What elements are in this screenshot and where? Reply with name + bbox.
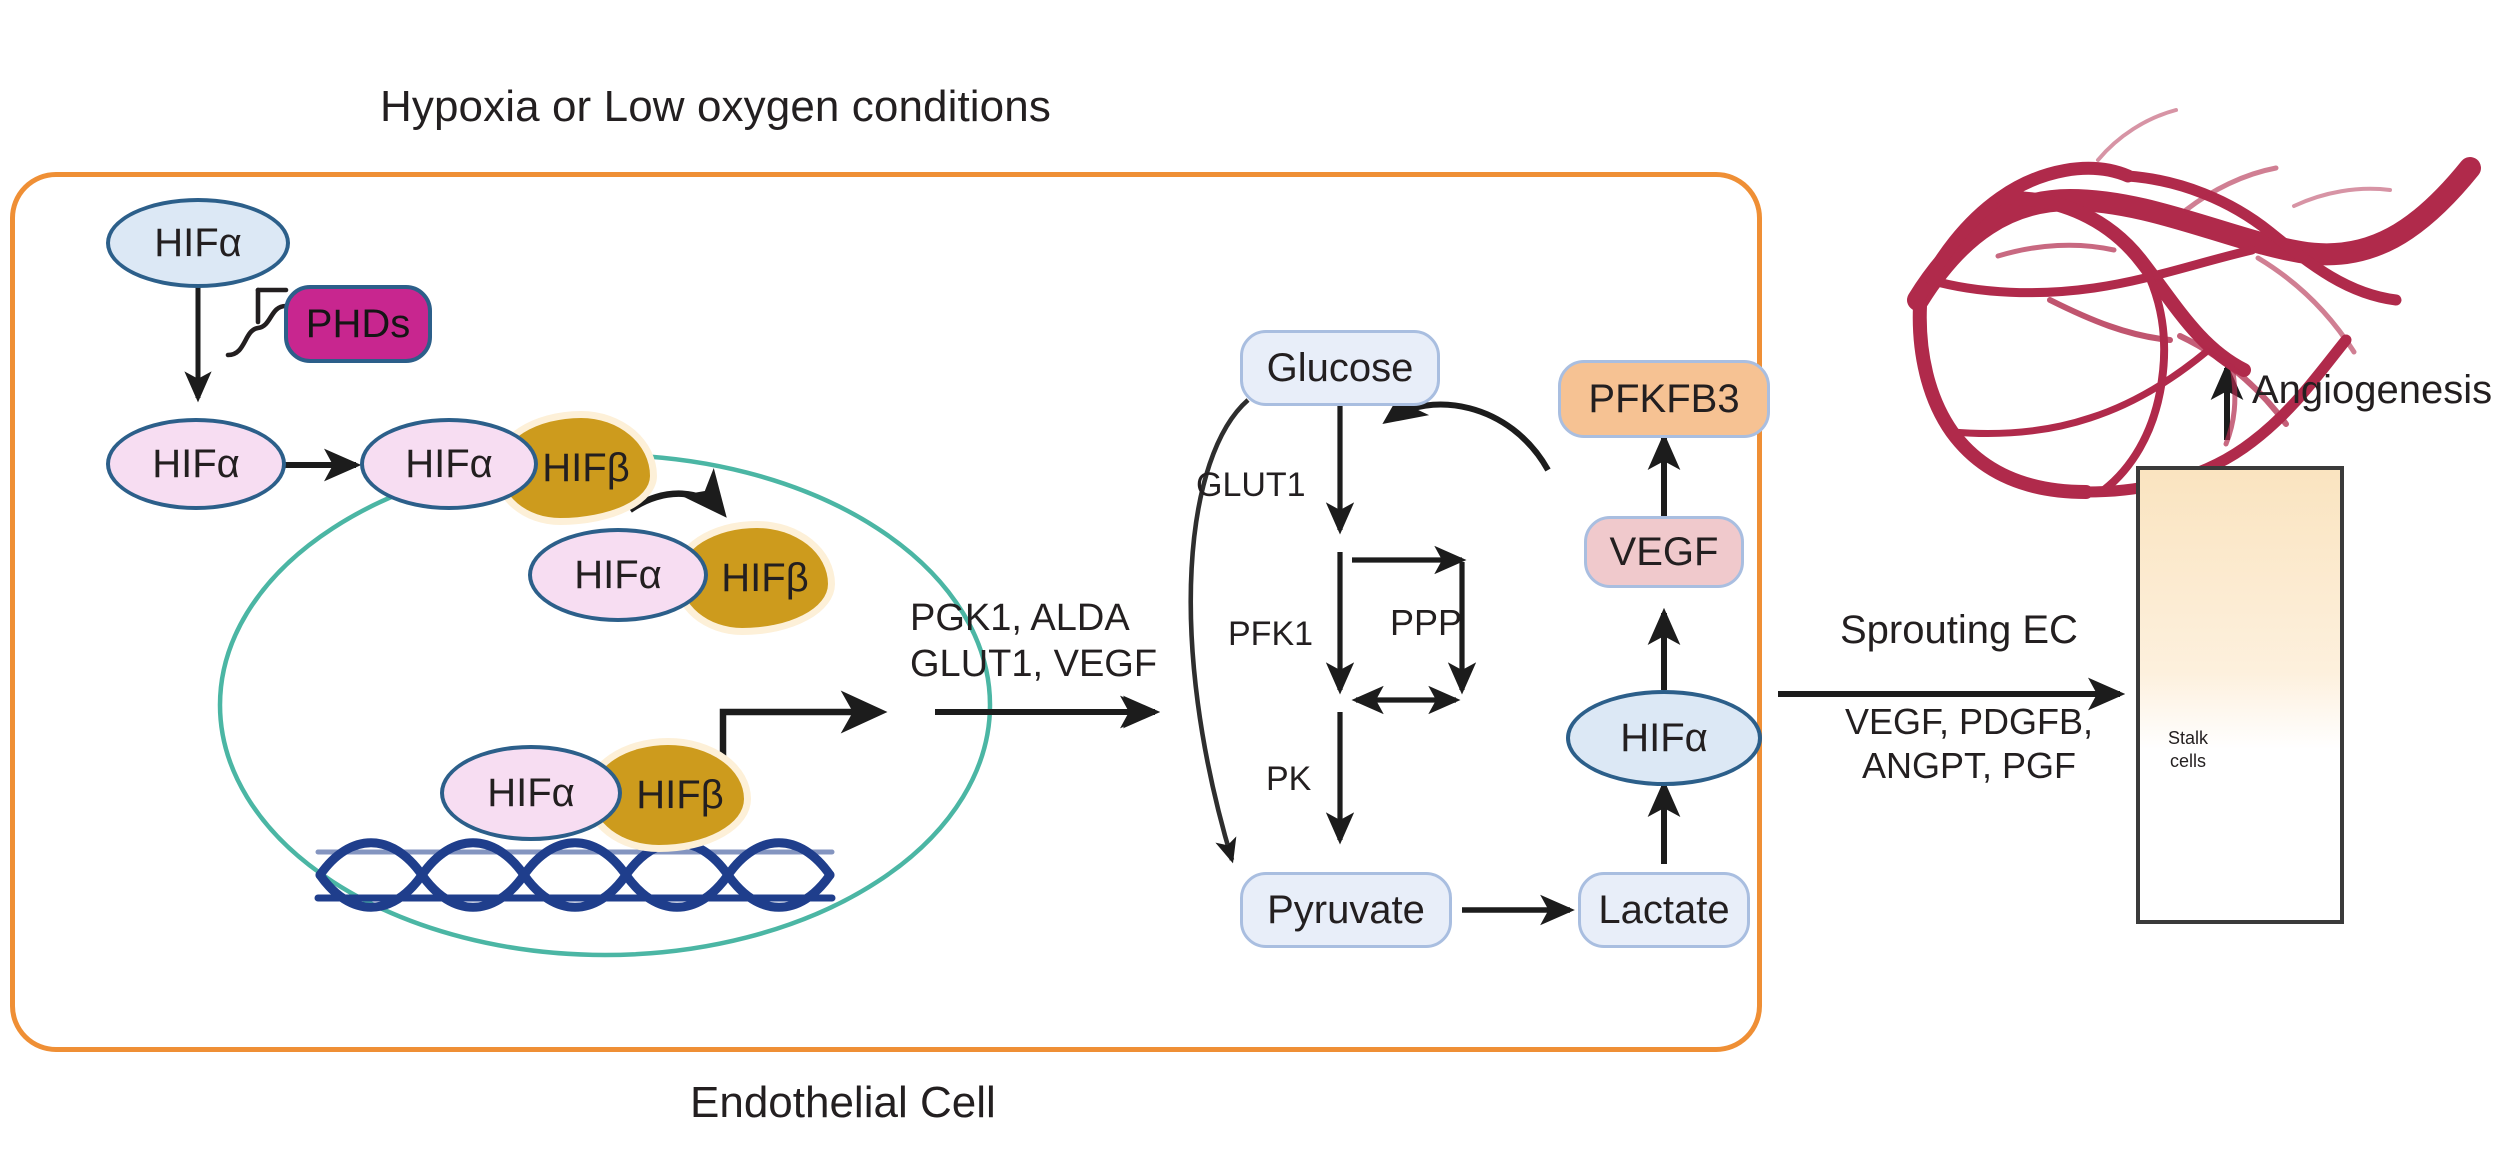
node-hifa-dimer-outer[interactable]: HIFα [360, 418, 538, 510]
stalk-cells-label: Stalk cells [2167, 728, 2209, 771]
node-label: Lactate [1598, 887, 1730, 932]
label-pk: PK [1266, 760, 1312, 798]
label-angiogenesis: Angiogenesis [2252, 368, 2493, 412]
node-label: Pyruvate [1267, 887, 1425, 932]
label-pfk1: PFK1 [1228, 615, 1314, 653]
label-ppp: PPP [1390, 602, 1463, 643]
node-pyruvate[interactable]: Pyruvate [1240, 872, 1452, 948]
node-lactate[interactable]: Lactate [1578, 872, 1750, 948]
node-label: HIFα [154, 220, 242, 265]
target-gene-list: PGK1, ALDA GLUT1, VEGF [910, 597, 1158, 686]
node-label: HIFβ [636, 772, 724, 817]
node-pfkfb3[interactable]: PFKFB3 [1558, 360, 1770, 438]
blood-vessel-network [1907, 108, 2481, 499]
node-phds[interactable]: PHDs [284, 285, 432, 363]
node-label: HIFα [1620, 715, 1708, 760]
node-hifa-nucleus-entry[interactable]: HIFα [528, 528, 708, 622]
node-label: HIFα [487, 770, 575, 815]
hypoxia-title: Hypoxia or Low oxygen conditions [380, 82, 1051, 131]
node-hifa-right[interactable]: HIFα [1566, 690, 1762, 786]
node-label: HIFα [405, 441, 493, 486]
node-hifa-dna[interactable]: HIFα [440, 745, 622, 841]
node-hifa-stabilized[interactable]: HIFα [106, 418, 286, 510]
label-endothelial-cell: Endothelial Cell [690, 1078, 996, 1127]
label-sprouting-factors: VEGF, PDGFB, ANGPT, PGF [1845, 701, 2094, 786]
node-label: PHDs [305, 301, 411, 346]
sprouting-ec-panel [2136, 466, 2344, 924]
node-label: HIFα [152, 441, 240, 486]
endothelial-cell-membrane [10, 172, 1762, 1052]
node-label: PFKFB3 [1588, 376, 1740, 421]
node-label: HIFα [574, 552, 662, 597]
node-label: Glucose [1266, 345, 1414, 390]
node-hifa-cytoplasm[interactable]: HIFα [106, 198, 290, 288]
node-label: VEGF [1609, 529, 1719, 574]
node-vegf[interactable]: VEGF [1584, 516, 1744, 588]
node-label: HIFβ [542, 445, 630, 490]
label-glut1: GLUT1 [1196, 466, 1306, 504]
label-sprouting-ec: Sprouting EC [1840, 608, 2078, 652]
node-glucose[interactable]: Glucose [1240, 330, 1440, 406]
node-label: HIFβ [721, 555, 809, 600]
